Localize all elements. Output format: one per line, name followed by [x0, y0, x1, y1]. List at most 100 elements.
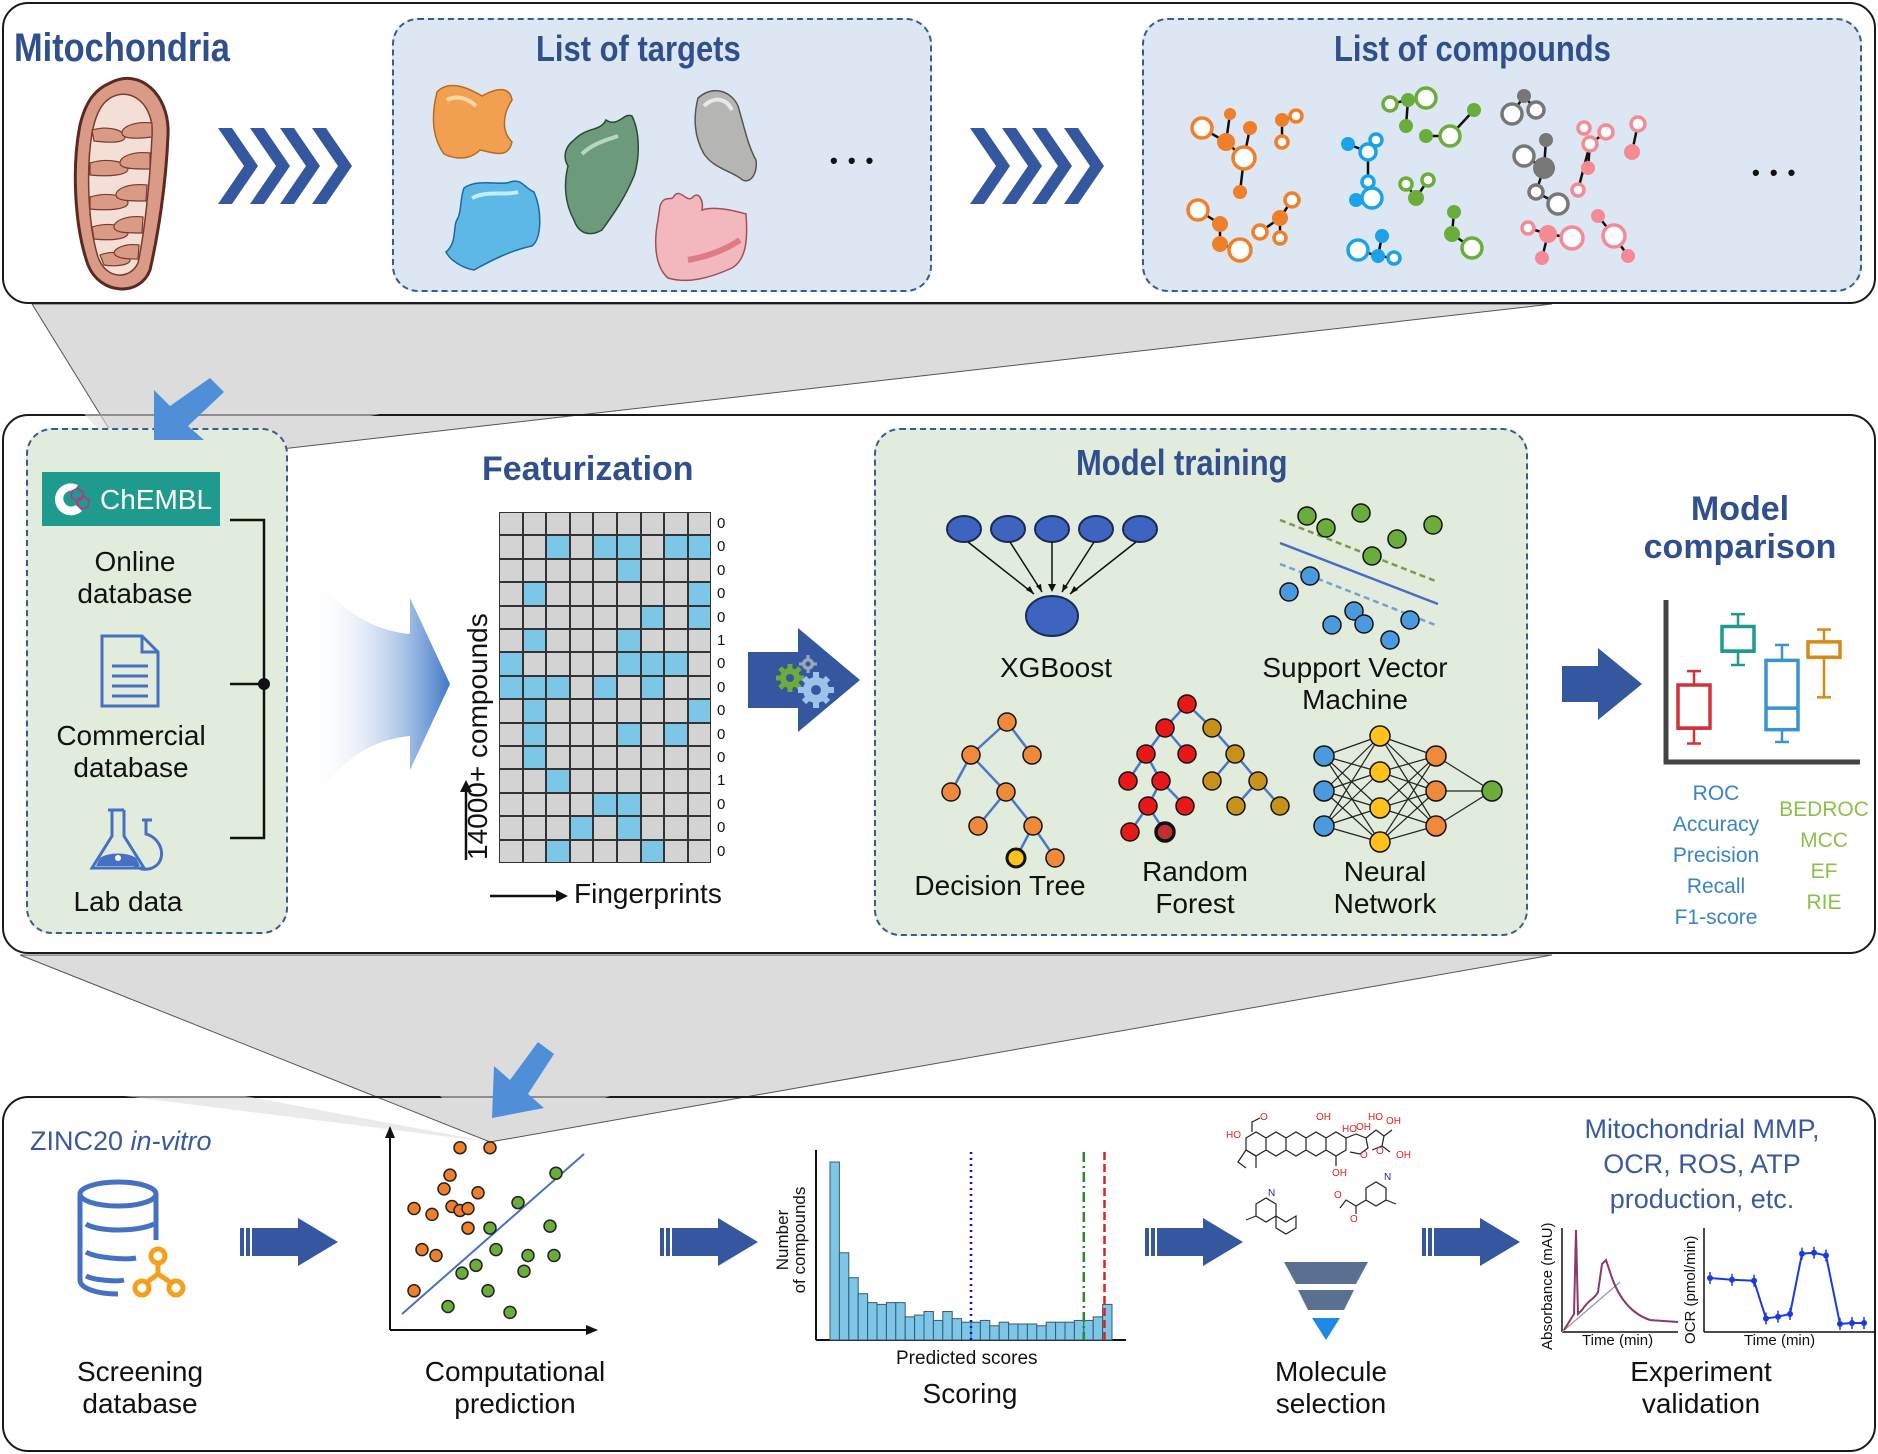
targets-title: List of targets — [536, 28, 741, 69]
fingerprint-cell — [522, 816, 547, 840]
fingerprints-axis-arrow — [490, 890, 568, 902]
fingerprint-cell — [546, 582, 570, 606]
gradient-flow-arrow — [310, 570, 450, 806]
compounds-ellipsis: • • • — [1752, 160, 1798, 185]
commercial-label-line1: Commercial — [56, 720, 206, 751]
fingerprint-label: 0 — [717, 678, 726, 696]
screening-label-line1: Screening — [76, 1356, 204, 1387]
ocr-point — [1861, 1320, 1867, 1326]
ocr-point — [1811, 1249, 1817, 1256]
fingerprint-cell — [640, 652, 665, 676]
fingerprint-cell — [499, 535, 523, 559]
metrics-green-list: BEDROC MCC EF RIE — [1772, 794, 1876, 918]
fingerprint-cell — [569, 629, 594, 653]
compounds-box — [1142, 18, 1862, 292]
fingerprint-label: 0 — [717, 538, 726, 556]
histogram-bar — [1017, 1323, 1028, 1341]
fingerprint-cell — [569, 605, 594, 629]
fingerprint-cell — [640, 629, 665, 653]
nn-node — [1369, 797, 1391, 819]
fingerprint-label: 0 — [717, 749, 726, 766]
fingerprint-cell — [687, 605, 712, 629]
fingerprint-label: 0 — [717, 795, 726, 813]
ocr-point — [1729, 1276, 1735, 1283]
fingerprint-cell — [593, 722, 617, 746]
scatter-point — [511, 1195, 525, 1210]
scatter-point — [461, 1201, 475, 1216]
fingerprint-cell — [640, 769, 665, 793]
fingerprint-cell — [617, 629, 641, 653]
fingerprint-cell — [617, 699, 641, 723]
svm-diagram — [1279, 503, 1443, 650]
prediction-label-line2: prediction — [454, 1388, 576, 1420]
fingerprint-cell — [617, 746, 641, 770]
fingerprint-cell — [522, 605, 547, 629]
gear-green-icon — [776, 664, 804, 692]
middle-panel — [2, 414, 1876, 954]
compound-molecule-icon — [1398, 172, 1436, 206]
fingerprint-cell — [664, 652, 688, 676]
ocr-point — [1799, 1250, 1805, 1257]
model-comparison-title: Model comparison — [1620, 490, 1860, 566]
compound-molecule-icon — [1512, 133, 1570, 216]
ocr-point — [1787, 1311, 1793, 1317]
fingerprint-cell — [617, 675, 641, 700]
fingerprint-cell — [569, 792, 594, 817]
histogram-x-label: Predicted scores — [896, 1348, 1038, 1369]
scatter-point — [441, 1299, 455, 1314]
striped-arrow-1 — [240, 1218, 338, 1266]
assays-line1: Mitochondrial MMP, — [1584, 1114, 1820, 1144]
targets-ellipsis: • • • — [830, 148, 876, 173]
ocr-point — [1763, 1315, 1769, 1322]
fingerprint-cell — [687, 769, 712, 793]
absorbance-chart — [1561, 1228, 1679, 1333]
chembl-logo: ChEMBL — [42, 472, 220, 526]
scatter-point — [483, 1221, 497, 1235]
striped-arrow-3 — [1145, 1218, 1243, 1266]
compounds-title: List of compounds — [1334, 28, 1611, 69]
nn-node — [1369, 725, 1391, 747]
right-arrow-icon — [1562, 648, 1642, 720]
fingerprint-cell — [546, 605, 570, 629]
xgboost-label: XGBoost — [999, 652, 1113, 683]
fingerprint-cell — [687, 582, 712, 606]
svm-label-line2: Machine — [1302, 684, 1408, 716]
scatter-point — [521, 1248, 535, 1263]
fingerprint-cell — [687, 816, 712, 840]
fingerprint-cell — [546, 792, 570, 817]
atom-label: O — [1360, 1150, 1368, 1161]
compound-molecule-icon — [1274, 108, 1304, 150]
experiment-line1: Experiment — [1630, 1356, 1772, 1387]
scatter-point — [547, 1248, 561, 1263]
fingerprint-cell — [664, 512, 688, 536]
fingerprint-cell — [593, 512, 617, 536]
histogram-bar — [1073, 1319, 1085, 1341]
fingerprint-cell — [640, 699, 665, 723]
fingerprint-cell — [569, 675, 594, 700]
boxplot-item — [1720, 612, 1756, 667]
computational-prediction-label: Computational prediction — [400, 1356, 630, 1420]
fingerprint-cell — [593, 652, 617, 676]
fingerprint-cell — [569, 816, 594, 840]
fingerprint-cell — [522, 839, 547, 863]
fingerprint-cell — [499, 769, 523, 793]
nn-node — [1481, 780, 1503, 802]
fingerprint-cell — [640, 605, 665, 629]
decision-tree-label: Decision Tree — [914, 870, 1086, 901]
down-left-arrow-icon — [154, 378, 224, 440]
fingerprint-cell — [569, 839, 594, 863]
fingerprint-cell — [593, 792, 617, 817]
scatter-point — [425, 1207, 439, 1222]
protein-gray-icon — [694, 89, 757, 182]
fingerprint-cell — [499, 839, 523, 863]
metric-recall: Recall — [1686, 875, 1746, 898]
fingerprint-cell — [546, 629, 570, 653]
striped-arrow-4 — [1422, 1218, 1520, 1266]
ocr-point — [1751, 1277, 1757, 1284]
fingerprint-label: 0 — [717, 561, 726, 579]
fingerprint-label: 0 — [717, 702, 726, 720]
protein-blue-icon — [445, 180, 541, 271]
nn-node — [1369, 761, 1391, 783]
experiment-validation-label: Experiment validation — [1596, 1356, 1806, 1420]
fingerprint-cell — [664, 675, 688, 700]
